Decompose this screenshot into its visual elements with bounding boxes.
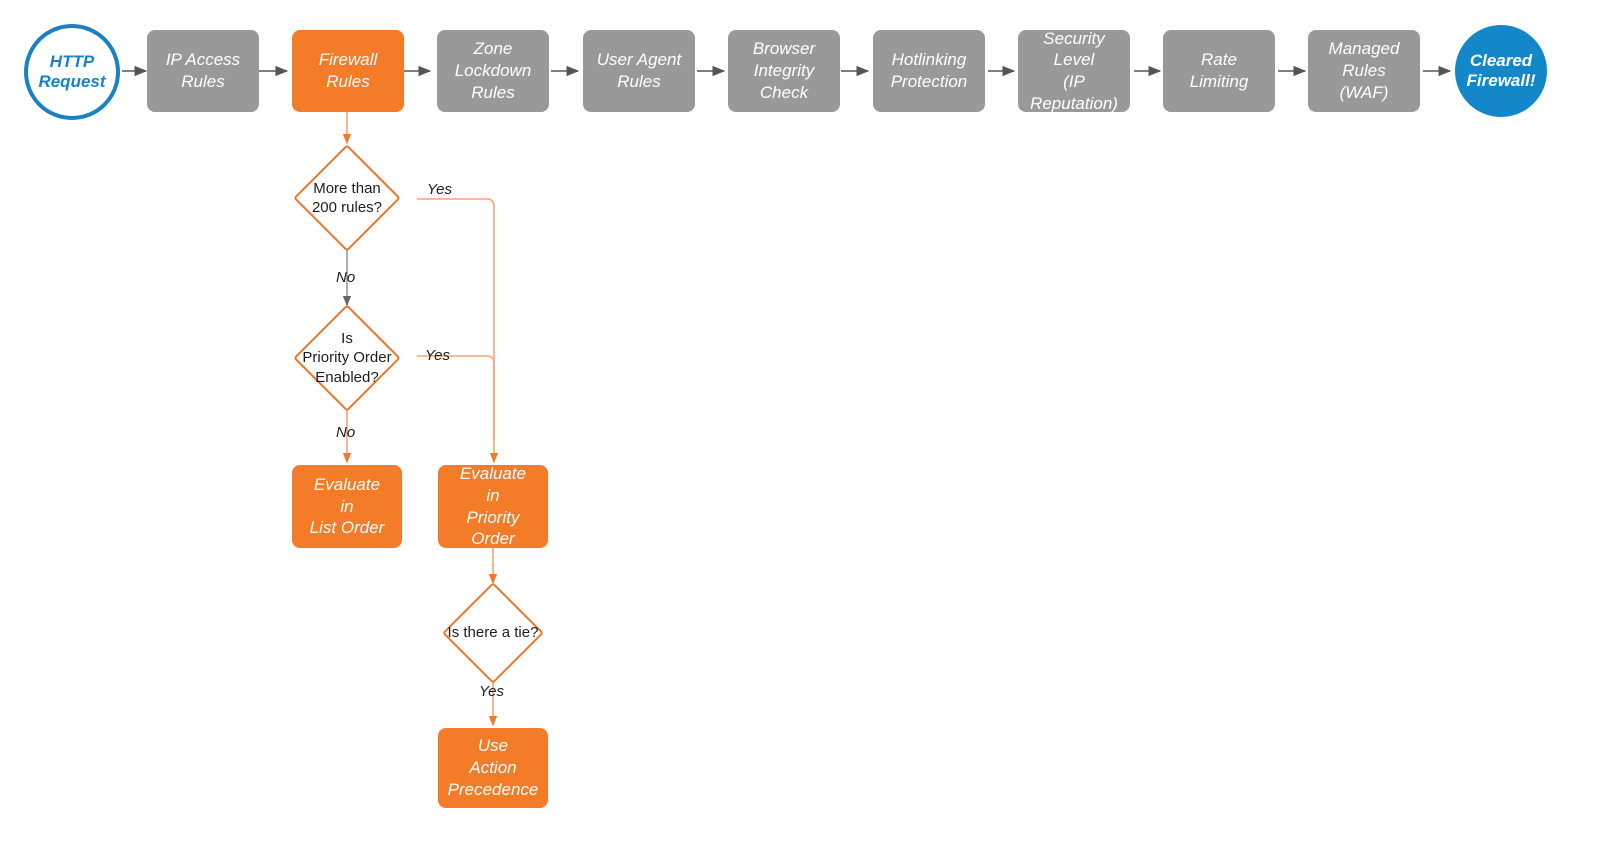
stage-label: Hotlinking Protection bbox=[890, 50, 968, 91]
stage-rate-limiting[interactable]: Rate Limiting bbox=[1163, 30, 1275, 112]
end-node-cleared-firewall[interactable]: Cleared Firewall! bbox=[1455, 25, 1547, 117]
decision-label: Is Priority Order Enabled? bbox=[302, 329, 392, 386]
stage-label: Security Level (IP Reputation) bbox=[1030, 28, 1118, 113]
stage-label: IP Access Rules bbox=[165, 50, 241, 91]
outcome-evaluate-in-priority-order[interactable]: Evaluate in Priority Order bbox=[438, 464, 548, 549]
stage-managed-rules-waf[interactable]: Managed Rules (WAF) bbox=[1308, 30, 1420, 112]
start-node-http-request[interactable]: HTTP Request bbox=[24, 24, 120, 120]
outcome-label: Evaluate in List Order bbox=[309, 474, 385, 538]
decision-label: More than 200 rules? bbox=[311, 179, 383, 217]
edge-label-yes-tie: Yes bbox=[479, 683, 505, 700]
stage-label: Firewall Rules bbox=[318, 50, 378, 91]
stage-label: Managed Rules (WAF) bbox=[1328, 39, 1400, 102]
stage-label: User Agent Rules bbox=[596, 50, 682, 91]
edge-label-no-200-rules: No bbox=[336, 269, 356, 286]
stage-browser-integrity-check[interactable]: Browser Integrity Check bbox=[728, 30, 840, 112]
stage-user-agent-rules[interactable]: User Agent Rules bbox=[583, 30, 695, 112]
edge-label-yes-200-rules: Yes bbox=[427, 181, 453, 198]
stage-firewall-rules[interactable]: Firewall Rules bbox=[292, 30, 404, 112]
outcome-evaluate-in-list-order[interactable]: Evaluate in List Order bbox=[292, 465, 402, 548]
outcome-label: Use Action Precedence bbox=[447, 736, 539, 799]
outcome-use-action-precedence[interactable]: Use Action Precedence bbox=[438, 728, 548, 808]
stage-label: Browser Integrity Check bbox=[752, 39, 816, 102]
decision-is-priority-order-enabled[interactable]: Is Priority Order Enabled? bbox=[277, 304, 417, 412]
stage-hotlinking-protection[interactable]: Hotlinking Protection bbox=[873, 30, 985, 112]
start-node-label: HTTP Request bbox=[38, 51, 106, 91]
edge-label-yes-priority-order: Yes bbox=[425, 347, 451, 364]
decision-more-than-200-rules[interactable]: More than 200 rules? bbox=[277, 144, 417, 252]
stage-security-level-ip-reputation[interactable]: Security Level (IP Reputation) bbox=[1018, 28, 1130, 113]
stage-ip-access-rules[interactable]: IP Access Rules bbox=[147, 30, 259, 112]
stage-label: Zone Lockdown Rules bbox=[454, 39, 532, 102]
edge-label-no-priority-order: No bbox=[336, 424, 356, 441]
outcome-label: Evaluate in Priority Order bbox=[459, 464, 527, 549]
decision-label: Is there a tie? bbox=[447, 624, 539, 642]
edge-yes-priority-to-priority bbox=[417, 355, 495, 440]
edge-yes-200-to-priority bbox=[417, 198, 499, 464]
stage-label: Rate Limiting bbox=[1189, 50, 1249, 91]
decision-is-there-a-tie[interactable]: Is there a tie? bbox=[423, 582, 563, 684]
end-node-label: Cleared Firewall! bbox=[1466, 50, 1536, 90]
stage-zone-lockdown-rules[interactable]: Zone Lockdown Rules bbox=[437, 30, 549, 112]
